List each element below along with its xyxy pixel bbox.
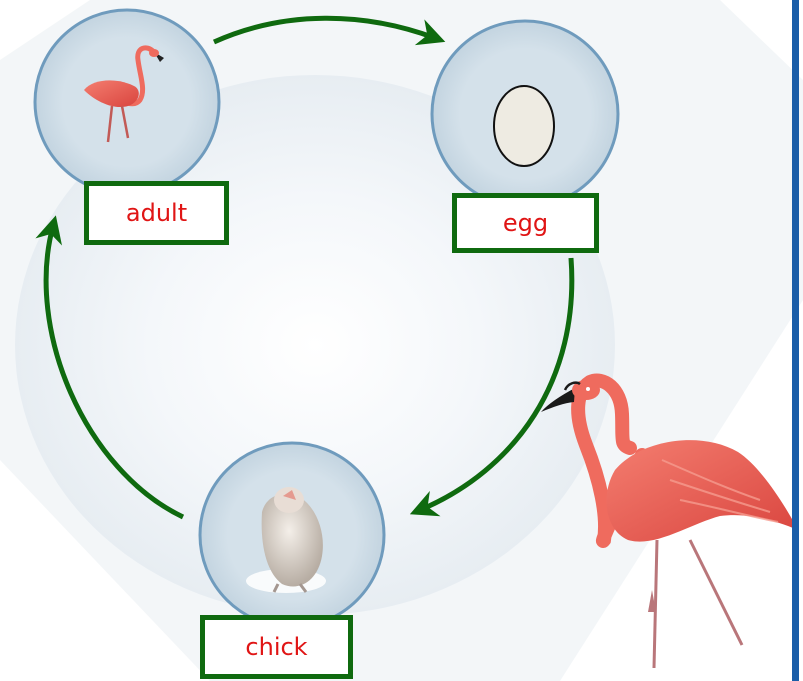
right-edge-accent-bar bbox=[792, 0, 799, 681]
stage-label-chick: chick bbox=[200, 615, 353, 679]
egg-icon bbox=[494, 86, 554, 166]
stage-label-adult: adult bbox=[84, 181, 229, 245]
stage-label-egg: egg bbox=[452, 193, 599, 253]
stage-node-egg bbox=[432, 21, 618, 207]
stage-node-chick bbox=[200, 443, 384, 627]
stage-node-adult bbox=[35, 10, 219, 194]
